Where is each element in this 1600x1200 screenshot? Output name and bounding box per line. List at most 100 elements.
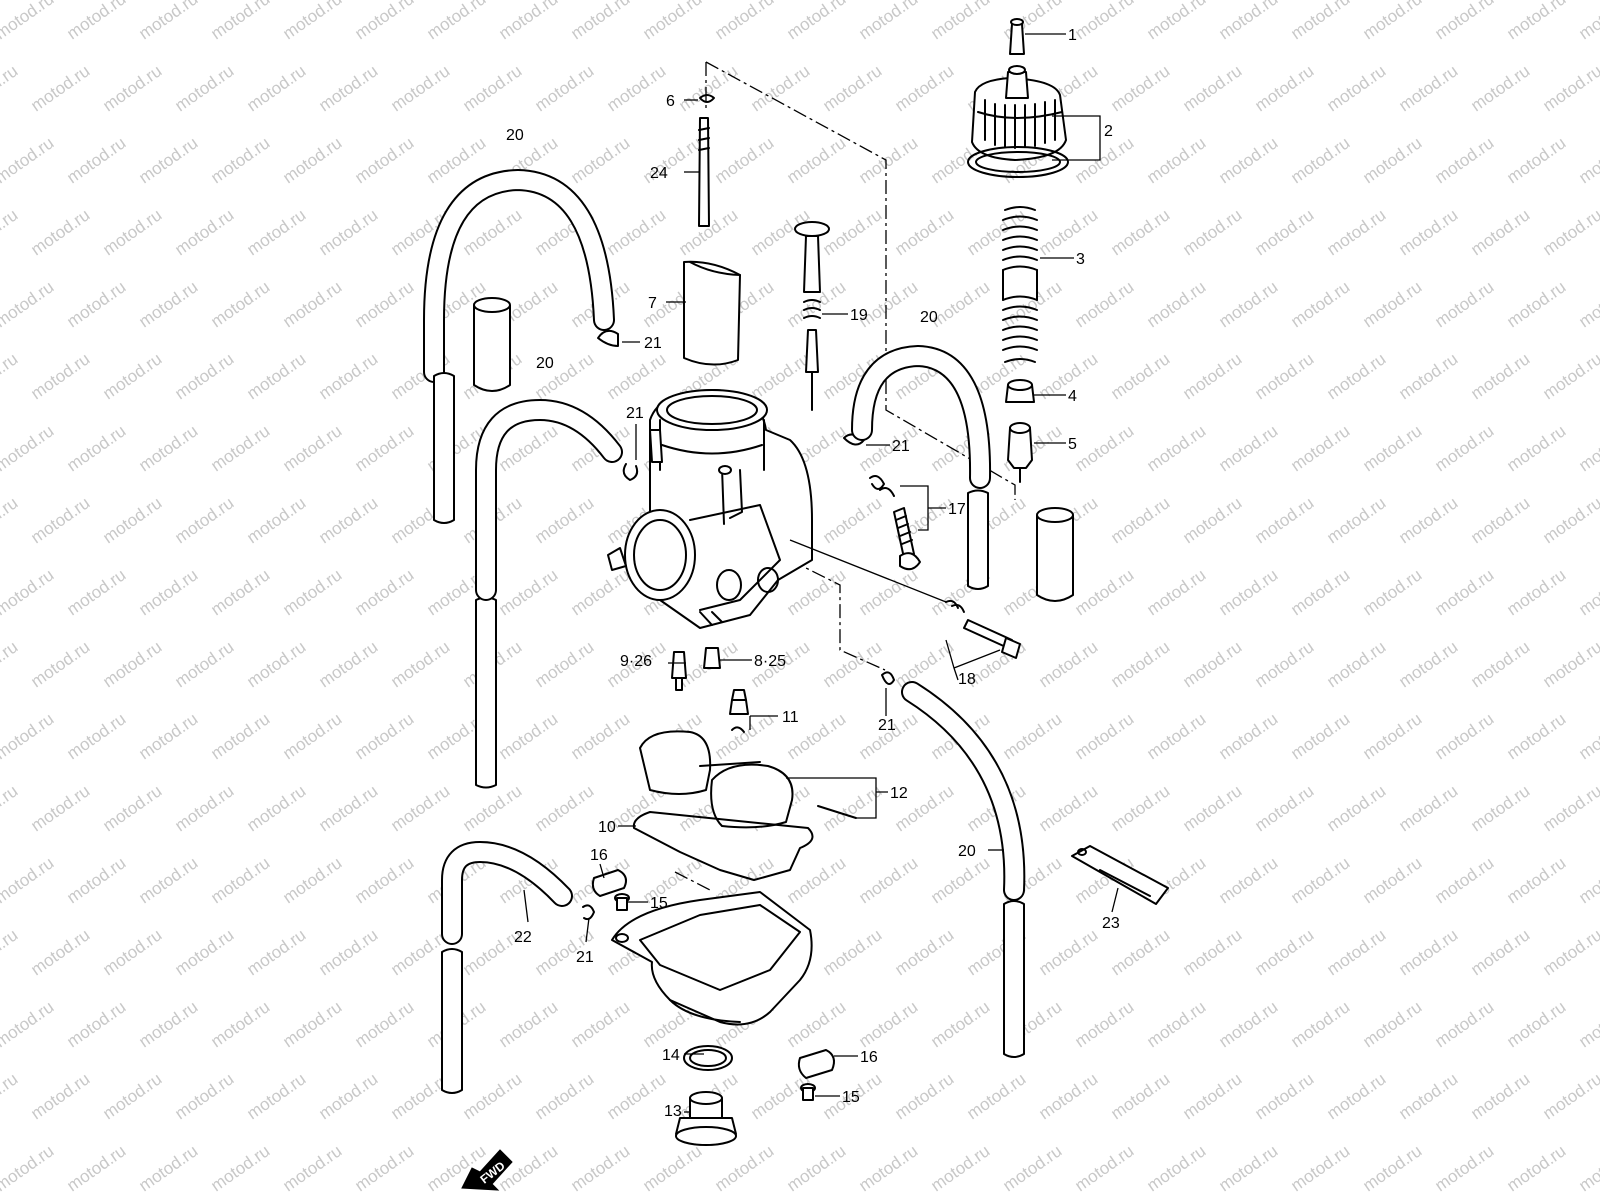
watermark-text: motod.ru	[99, 637, 165, 691]
watermark-text: motod.ru	[1431, 853, 1497, 907]
watermark-text: motod.ru	[0, 1141, 57, 1195]
watermark-text: motod.ru	[1539, 925, 1600, 979]
watermark-text: motod.ru	[1359, 133, 1425, 187]
callout-label-c15a: 15	[650, 895, 668, 912]
watermark-text: motod.ru	[423, 0, 489, 43]
part-10-gasket	[632, 811, 814, 881]
watermark-text: motod.ru	[1287, 565, 1353, 619]
watermark-text: motod.ru	[1143, 1141, 1209, 1195]
watermark-text: motod.ru	[1071, 997, 1137, 1051]
callout-label-c20a: 20	[506, 127, 524, 144]
callout-label-c4: 4	[1068, 388, 1077, 405]
watermark-text: motod.ru	[531, 637, 597, 691]
watermark-text: motod.ru	[963, 205, 1029, 259]
watermark-text: motod.ru	[1575, 709, 1600, 763]
part-18-air-screw	[789, 539, 1021, 659]
watermark-text: motod.ru	[1215, 997, 1281, 1051]
watermark-text: motod.ru	[567, 709, 633, 763]
part-6-clip	[699, 94, 715, 103]
watermark-text: motod.ru	[1431, 277, 1497, 331]
watermark-text: motod.ru	[1251, 493, 1317, 547]
callout-label-c20c: 20	[920, 309, 938, 326]
watermark-text: motod.ru	[1287, 0, 1353, 43]
watermark-text: motod.ru	[63, 277, 129, 331]
watermark-text: motod.ru	[279, 1141, 345, 1195]
part-21-clamp-d	[881, 671, 895, 685]
callout-label-c3: 3	[1076, 251, 1085, 268]
watermark-text: motod.ru	[1359, 853, 1425, 907]
watermark-text: motod.ru	[1107, 349, 1173, 403]
callout-label-c13: 13	[664, 1103, 682, 1120]
part-4-retainer	[1005, 379, 1035, 403]
watermark-text: motod.ru	[1251, 205, 1317, 259]
watermark-text: motod.ru	[1107, 637, 1173, 691]
watermark-text: motod.ru	[1035, 1069, 1101, 1123]
watermark-text: motod.ru	[351, 277, 417, 331]
part-15-screw-top	[614, 893, 630, 911]
watermark-text: motod.ru	[315, 61, 381, 115]
watermark-text: motod.ru	[135, 277, 201, 331]
watermark-text: motod.ru	[0, 421, 57, 475]
watermark-text: motod.ru	[27, 205, 93, 259]
watermark-text: motod.ru	[279, 0, 345, 43]
callout-label-c19: 19	[850, 307, 868, 324]
watermark-text: motod.ru	[747, 349, 813, 403]
watermark-text: motod.ru	[675, 61, 741, 115]
watermark-text: motod.ru	[1107, 925, 1173, 979]
part-19-pilot-screw	[794, 221, 830, 411]
watermark-text: motod.ru	[1323, 781, 1389, 835]
watermark-text: motod.ru	[1467, 205, 1533, 259]
watermark-text: motod.ru	[1251, 349, 1317, 403]
watermark-text: motod.ru	[1035, 637, 1101, 691]
watermark-text: motod.ru	[1539, 781, 1600, 835]
watermark-text: motod.ru	[1107, 205, 1173, 259]
watermark-text: motod.ru	[1071, 277, 1137, 331]
watermark-text: motod.ru	[243, 781, 309, 835]
watermark-text: motod.ru	[1503, 133, 1569, 187]
watermark-text: motod.ru	[1035, 205, 1101, 259]
watermark-text: motod.ru	[567, 1141, 633, 1195]
watermark-text: motod.ru	[459, 781, 525, 835]
watermark-text: motod.ru	[0, 277, 57, 331]
watermark-text: motod.ru	[1539, 61, 1600, 115]
watermark-text: motod.ru	[1467, 349, 1533, 403]
watermark-text: motod.ru	[1287, 1141, 1353, 1195]
watermark-text: motod.ru	[711, 0, 777, 43]
callout-label-c24: 24	[650, 165, 668, 182]
watermark-text: motod.ru	[0, 493, 21, 547]
watermark-text: motod.ru	[171, 349, 237, 403]
watermark-text: motod.ru	[63, 565, 129, 619]
watermark-text: motod.ru	[63, 997, 129, 1051]
watermark-text: motod.ru	[1323, 205, 1389, 259]
watermark-text: motod.ru	[27, 781, 93, 835]
watermark-text: motod.ru	[0, 565, 57, 619]
watermark-text: motod.ru	[1179, 205, 1245, 259]
watermark-text: motod.ru	[1539, 1069, 1600, 1123]
watermark-text: motod.ru	[855, 0, 921, 43]
part-8-jet	[703, 647, 721, 669]
watermark-text: motod.ru	[171, 781, 237, 835]
watermark-text: motod.ru	[1143, 0, 1209, 43]
watermark-text: motod.ru	[99, 205, 165, 259]
watermark-text: motod.ru	[1503, 709, 1569, 763]
watermark-text: motod.ru	[207, 0, 273, 43]
watermark-text: motod.ru	[1215, 1141, 1281, 1195]
part-5-needle-clip	[1007, 422, 1033, 483]
watermark-text: motod.ru	[315, 349, 381, 403]
watermark-text: motod.ru	[0, 637, 21, 691]
watermark-text: motod.ru	[999, 709, 1065, 763]
part-2-top-cover	[967, 65, 1069, 178]
watermark-text: motod.ru	[891, 61, 957, 115]
watermark-text: motod.ru	[135, 421, 201, 475]
watermark-text: motod.ru	[711, 133, 777, 187]
watermark-text: motod.ru	[639, 1141, 705, 1195]
watermark-text: motod.ru	[207, 421, 273, 475]
part-21-clamp-b	[622, 463, 639, 481]
watermark-text: motod.ru	[315, 205, 381, 259]
watermark-text: motod.ru	[459, 61, 525, 115]
watermark-text: motod.ru	[1143, 421, 1209, 475]
part-20-hose-left-bend	[475, 399, 623, 601]
watermark-text: motod.ru	[603, 349, 669, 403]
watermark-text: motod.ru	[1179, 781, 1245, 835]
carburetor-exploded-view: FWD	[423, 18, 1169, 1191]
